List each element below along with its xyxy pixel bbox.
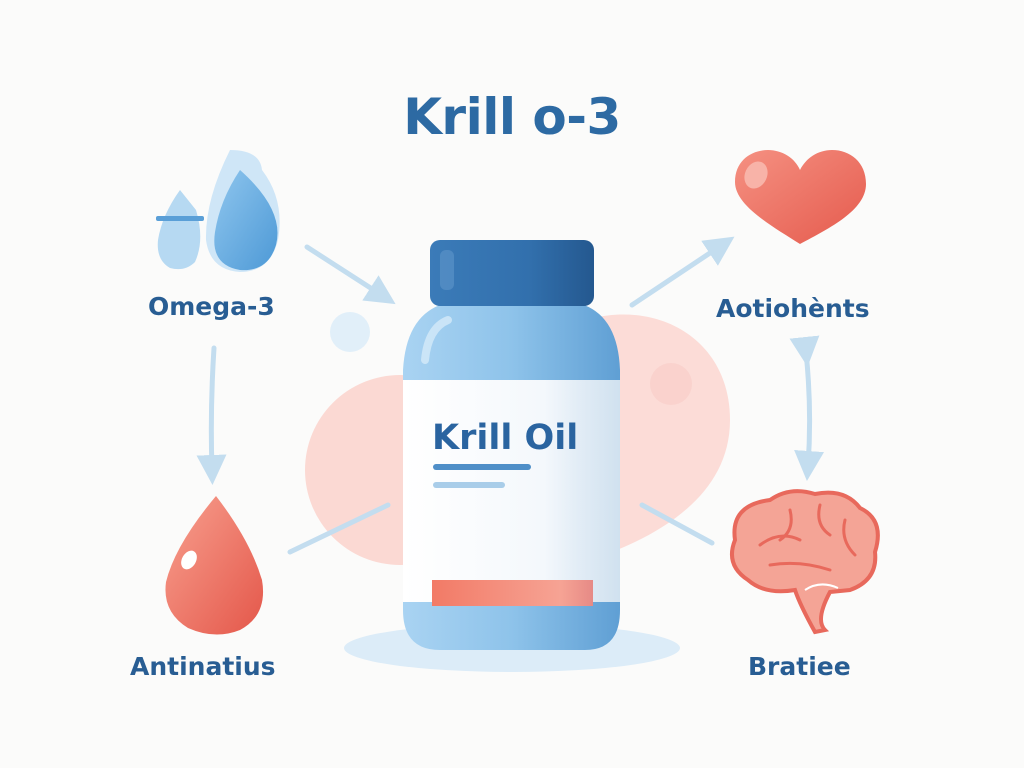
arrow-bottle-to-heart xyxy=(629,236,735,308)
arrow-bottle-to-drop xyxy=(287,502,391,555)
arrow-heart-brain xyxy=(789,335,825,481)
bottle-label-text: Krill Oil xyxy=(432,418,579,458)
water-drops-icon xyxy=(156,150,280,272)
heart-icon xyxy=(735,150,866,244)
label-antinatius: Antinatius xyxy=(130,652,276,681)
connector-arrows xyxy=(196,236,825,555)
bottle-cap xyxy=(430,240,594,306)
blood-drop-icon xyxy=(165,496,264,635)
bottle-label-coral-bar xyxy=(432,580,593,606)
krill-oil-bottle xyxy=(403,240,620,650)
arrow-omega-to-drop xyxy=(196,345,227,485)
arrow-omega-to-bottle xyxy=(304,244,396,305)
label-brain: Bratiee xyxy=(748,652,851,681)
arrow-bottle-to-brain xyxy=(639,502,715,546)
page-title: Krill o-3 xyxy=(403,88,621,146)
label-antioxidants: Aotiohènts xyxy=(716,294,870,323)
bottle-label xyxy=(403,380,620,602)
brain-icon xyxy=(730,489,880,635)
label-omega-3: Omega-3 xyxy=(148,292,275,321)
